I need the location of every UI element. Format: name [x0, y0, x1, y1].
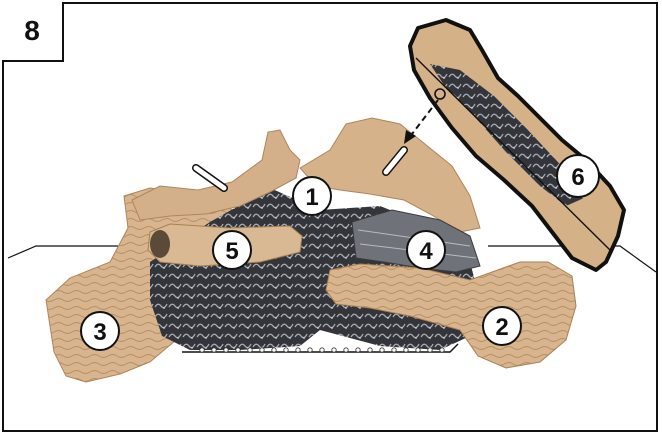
callout-4: 4	[407, 231, 445, 269]
locating-pin-left	[196, 168, 224, 188]
callout-5: 5	[213, 231, 251, 269]
svg-text:3: 3	[93, 319, 106, 346]
svg-text:1: 1	[305, 184, 318, 211]
callout-3: 3	[81, 312, 119, 350]
svg-text:2: 2	[495, 314, 508, 341]
placement-arrow	[404, 100, 438, 144]
svg-text:5: 5	[225, 238, 238, 265]
callout-1: 1	[293, 177, 331, 215]
svg-text:6: 6	[571, 164, 584, 191]
callout-6: 6	[557, 155, 599, 197]
callout-2: 2	[483, 307, 521, 345]
svg-text:4: 4	[419, 238, 433, 265]
step-number: 8	[2, 2, 64, 62]
